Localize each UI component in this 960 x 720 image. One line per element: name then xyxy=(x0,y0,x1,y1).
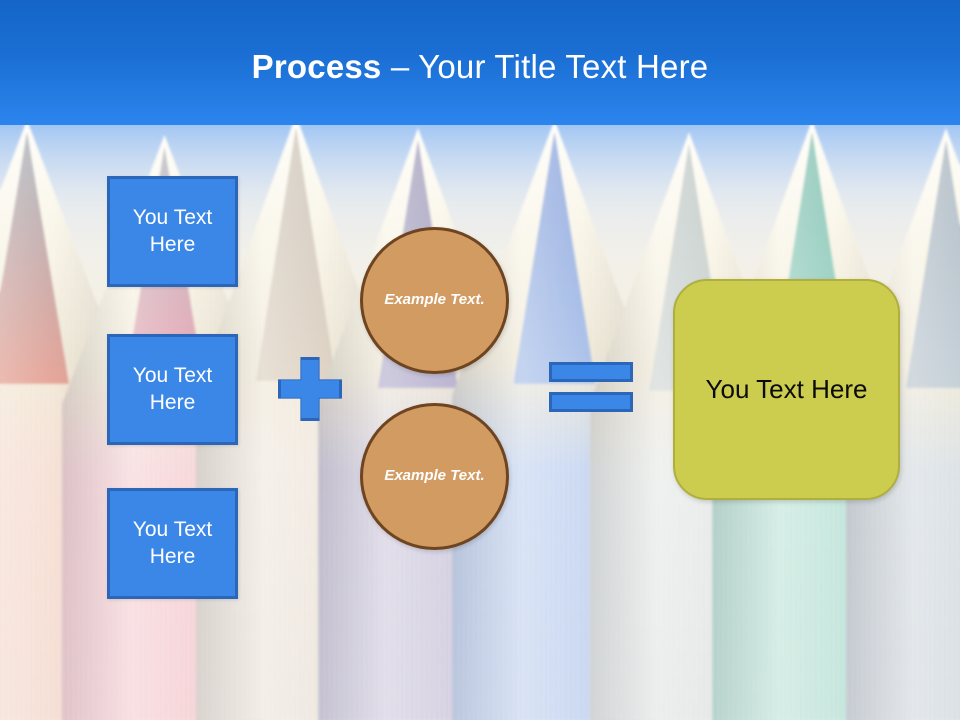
input-box-3-label: You Text Here xyxy=(132,517,213,568)
plus-icon-fill xyxy=(281,360,339,418)
equals-operator-icon xyxy=(549,362,633,412)
example-circle-2[interactable]: Example Text. xyxy=(360,403,509,550)
equals-bar-bottom xyxy=(549,392,633,412)
title-banner: Process – Your Title Text Here xyxy=(0,0,960,125)
input-box-1-label: You Text Here xyxy=(132,205,213,256)
equals-bar-top xyxy=(549,362,633,382)
example-circle-1[interactable]: Example Text. xyxy=(360,227,509,374)
input-box-1[interactable]: You Text Here xyxy=(107,176,238,287)
input-box-2[interactable]: You Text Here xyxy=(107,334,238,445)
result-box-label: You Text Here xyxy=(705,374,868,404)
plus-operator-icon xyxy=(278,357,342,421)
input-box-2-label: You Text Here xyxy=(132,363,213,414)
example-circle-1-label: Example Text. xyxy=(384,291,485,309)
page-title-bold: Process xyxy=(251,48,382,85)
page-title: Process – Your Title Text Here xyxy=(0,48,960,86)
input-box-3[interactable]: You Text Here xyxy=(107,488,238,599)
example-circle-2-label: Example Text. xyxy=(384,467,485,485)
page-title-rest: – Your Title Text Here xyxy=(381,48,709,85)
result-box[interactable]: You Text Here xyxy=(673,279,900,500)
